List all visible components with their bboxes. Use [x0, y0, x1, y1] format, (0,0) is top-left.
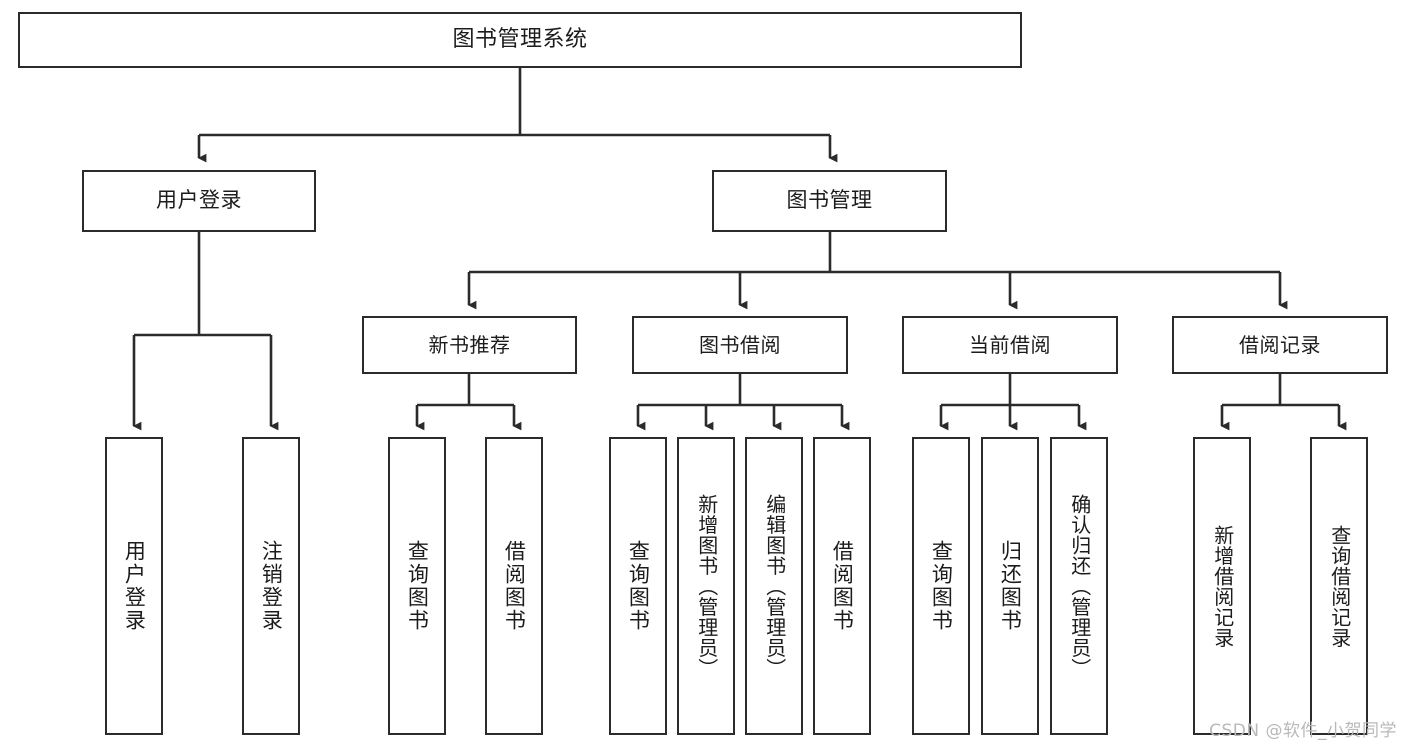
- node-borrow-record[interactable]: 借阅记录: [1172, 316, 1388, 374]
- node-label: 图书管理: [786, 188, 873, 213]
- node-label: 查询图书: [405, 540, 430, 632]
- leaf-borrow-borrow-book[interactable]: 借阅图书: [813, 437, 871, 735]
- node-book-borrow[interactable]: 图书借阅: [632, 316, 848, 374]
- node-label: 用户登录: [156, 188, 242, 213]
- leaf-current-return-book[interactable]: 归还图书: [981, 437, 1039, 735]
- node-label: 新增图书（管理员）: [694, 493, 719, 679]
- node-label: 用户登录: [122, 540, 147, 632]
- leaf-record-query-record[interactable]: 查询借阅记录: [1310, 437, 1368, 735]
- leaf-user-login-logout[interactable]: 注销登录: [242, 437, 300, 735]
- node-new-book-recommend[interactable]: 新书推荐: [362, 316, 577, 374]
- leaf-borrow-query-book[interactable]: 查询图书: [609, 437, 667, 735]
- node-label: 注销登录: [259, 540, 284, 632]
- leaf-current-query-book[interactable]: 查询图书: [912, 437, 970, 735]
- node-label: 新增借阅记录: [1210, 524, 1235, 648]
- node-label: 归还图书: [998, 540, 1023, 632]
- csdn-watermark: CSDN @软件_小贺同学: [1209, 721, 1397, 741]
- leaf-new-book-borrow[interactable]: 借阅图书: [485, 437, 543, 735]
- node-label: 图书借阅: [699, 332, 781, 357]
- node-label: 借阅图书: [502, 540, 527, 632]
- node-label: 查询图书: [626, 540, 651, 632]
- node-label: 新书推荐: [428, 332, 511, 357]
- leaf-current-confirm-return-admin[interactable]: 确认归还（管理员）: [1050, 437, 1108, 735]
- node-label: 图书管理系统: [452, 26, 588, 52]
- node-label: 借阅图书: [830, 540, 855, 632]
- node-label: 确认归还（管理员）: [1067, 493, 1092, 679]
- node-root-system[interactable]: 图书管理系统: [18, 12, 1022, 68]
- node-label: 当前借阅: [969, 332, 1051, 357]
- leaf-user-login-login[interactable]: 用户登录: [105, 437, 163, 735]
- leaf-borrow-add-book-admin[interactable]: 新增图书（管理员）: [677, 437, 735, 735]
- node-book-management[interactable]: 图书管理: [712, 170, 947, 232]
- node-current-borrow[interactable]: 当前借阅: [902, 316, 1118, 374]
- node-user-login[interactable]: 用户登录: [82, 170, 316, 232]
- node-label: 编辑图书（管理员）: [762, 493, 787, 679]
- leaf-borrow-edit-book-admin[interactable]: 编辑图书（管理员）: [745, 437, 803, 735]
- leaf-record-add-record[interactable]: 新增借阅记录: [1193, 437, 1251, 735]
- node-label: 查询借阅记录: [1327, 524, 1352, 648]
- node-label: 查询图书: [929, 540, 954, 632]
- leaf-new-book-query[interactable]: 查询图书: [388, 437, 446, 735]
- node-label: 借阅记录: [1239, 332, 1321, 357]
